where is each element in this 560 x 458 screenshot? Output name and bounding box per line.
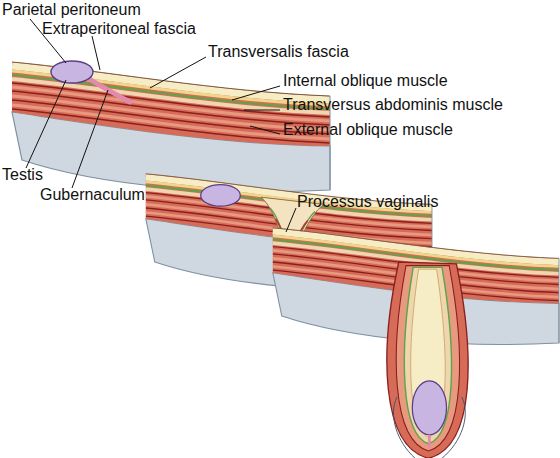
part-label: Internal oblique muscle [283,72,448,90]
part-label: External oblique muscle [283,121,453,139]
part-label: Extraperitoneal fascia [42,20,196,38]
part-label: Processus vaginalis [297,193,438,211]
wall-panel-3 [273,228,559,458]
part-label: Transversalis fascia [208,43,349,61]
part-label: Transversus abdominis muscle [283,96,503,114]
part-label: Parietal peritoneum [2,1,141,19]
wall-panel-1 [12,61,330,192]
part-label: Testis [2,166,43,184]
part-label: Gubernaculum [40,186,145,204]
